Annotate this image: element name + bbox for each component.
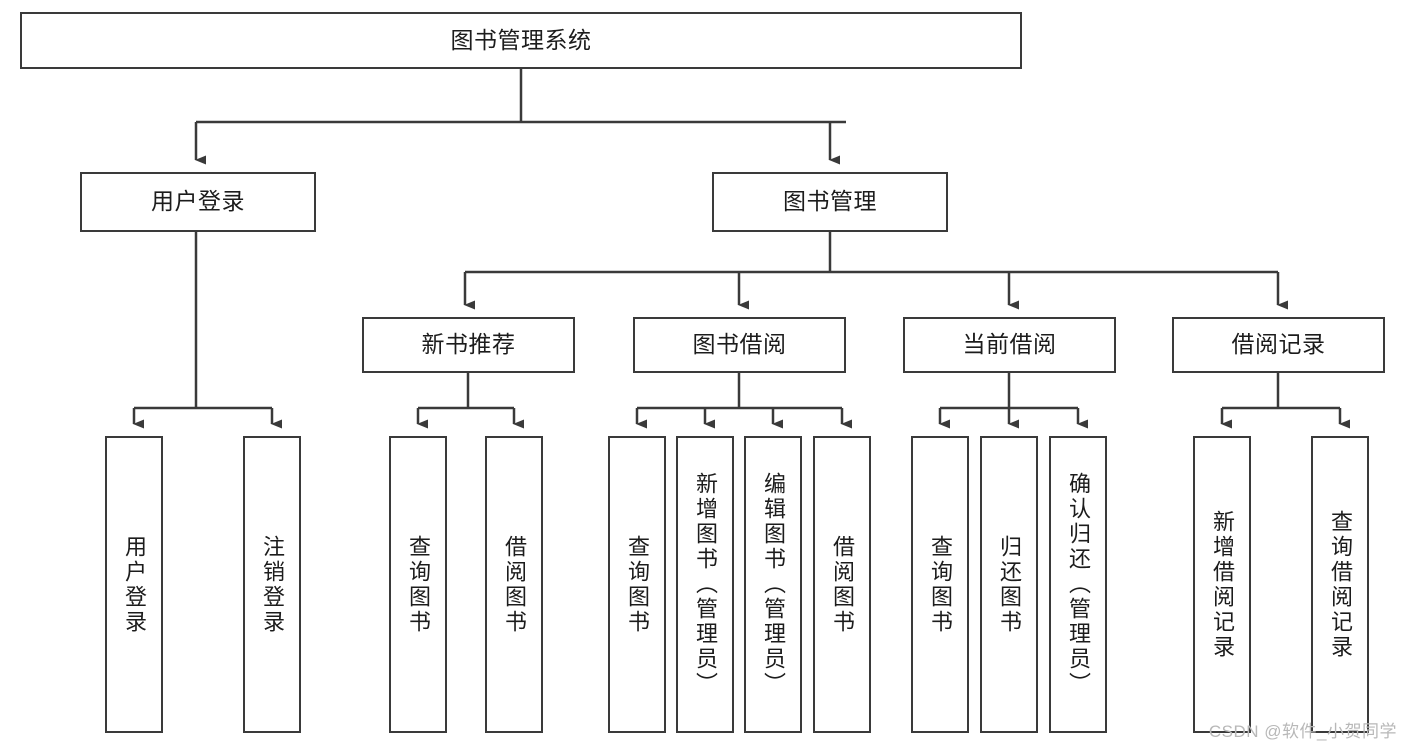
node-label: 图书管理 (783, 188, 877, 215)
node-root-book-management-system[interactable]: 图书管理系统 (20, 12, 1022, 69)
node-label: 新书推荐 (421, 331, 516, 358)
leaf-book-borrow-edit-book-admin[interactable]: 编辑图书（管理员） (744, 436, 802, 733)
node-borrow-record[interactable]: 借阅记录 (1172, 317, 1385, 373)
node-label: 借阅图书 (502, 534, 527, 635)
leaf-user-login-logout[interactable]: 注销登录 (243, 436, 301, 733)
node-label: 编辑图书（管理员） (761, 472, 786, 697)
node-label: 新增借阅记录 (1210, 509, 1235, 660)
node-label: 用户登录 (151, 188, 245, 215)
node-label: 归还图书 (997, 534, 1022, 635)
leaf-current-borrow-return-book[interactable]: 归还图书 (980, 436, 1038, 733)
leaf-borrow-record-add-record[interactable]: 新增借阅记录 (1193, 436, 1251, 733)
node-label: 新增图书（管理员） (693, 472, 718, 697)
leaf-new-book-borrow-book[interactable]: 借阅图书 (485, 436, 543, 733)
node-label: 查询图书 (406, 534, 431, 635)
node-label: 用户登录 (122, 534, 147, 635)
node-label: 查询图书 (928, 534, 953, 635)
node-label: 查询图书 (625, 534, 650, 635)
leaf-borrow-record-query-record[interactable]: 查询借阅记录 (1311, 436, 1369, 733)
node-label: 图书借阅 (692, 331, 787, 358)
node-label: 借阅记录 (1231, 331, 1326, 358)
node-label: 图书管理系统 (450, 26, 592, 53)
node-label: 注销登录 (260, 534, 285, 635)
node-book-management[interactable]: 图书管理 (712, 172, 948, 232)
node-label: 查询借阅记录 (1328, 509, 1353, 660)
node-new-book-recommend[interactable]: 新书推荐 (362, 317, 575, 373)
leaf-book-borrow-add-book-admin[interactable]: 新增图书（管理员） (676, 436, 734, 733)
node-label: 当前借阅 (962, 331, 1057, 358)
leaf-current-borrow-confirm-return-admin[interactable]: 确认归还（管理员） (1049, 436, 1107, 733)
leaf-new-book-query-book[interactable]: 查询图书 (389, 436, 447, 733)
node-current-borrow[interactable]: 当前借阅 (903, 317, 1116, 373)
leaf-user-login-login[interactable]: 用户登录 (105, 436, 163, 733)
csdn-watermark: CSDN @软件_小贺同学 (1208, 722, 1397, 741)
node-book-borrow[interactable]: 图书借阅 (633, 317, 846, 373)
leaf-book-borrow-query-book[interactable]: 查询图书 (608, 436, 666, 733)
node-label: 确认归还（管理员） (1066, 472, 1091, 697)
leaf-current-borrow-query-book[interactable]: 查询图书 (911, 436, 969, 733)
node-user-login[interactable]: 用户登录 (80, 172, 316, 232)
leaf-book-borrow-borrow-book[interactable]: 借阅图书 (813, 436, 871, 733)
node-label: 借阅图书 (830, 534, 855, 635)
